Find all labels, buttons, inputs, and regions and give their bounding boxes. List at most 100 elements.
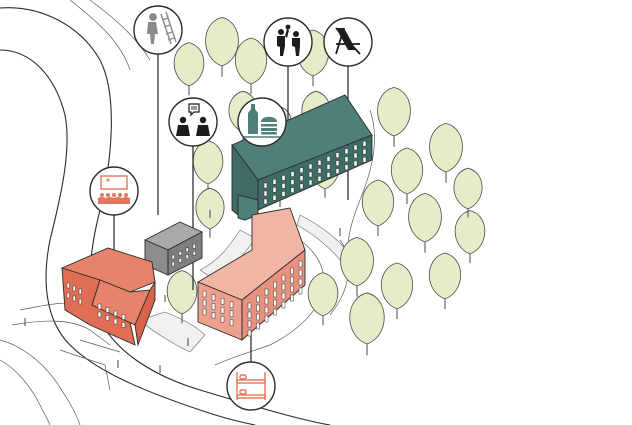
window bbox=[290, 285, 294, 293]
window bbox=[308, 179, 313, 186]
window bbox=[97, 303, 102, 310]
window bbox=[281, 274, 286, 282]
window bbox=[113, 310, 118, 317]
tree bbox=[453, 167, 483, 218]
window bbox=[202, 308, 207, 316]
window bbox=[344, 148, 349, 155]
deck-chair-icon[interactable] bbox=[323, 17, 373, 67]
window bbox=[290, 294, 294, 302]
window bbox=[335, 160, 340, 166]
window bbox=[308, 163, 313, 170]
window bbox=[281, 175, 286, 181]
window bbox=[264, 297, 269, 305]
window bbox=[113, 318, 118, 325]
worker-ladder-icon[interactable] bbox=[133, 5, 183, 55]
window bbox=[78, 288, 82, 295]
window bbox=[298, 287, 303, 295]
basketball-players-icon[interactable] bbox=[263, 17, 313, 67]
window bbox=[272, 194, 277, 201]
tree bbox=[340, 236, 374, 297]
window bbox=[263, 198, 268, 205]
window bbox=[192, 250, 196, 256]
window bbox=[256, 304, 260, 312]
window bbox=[178, 258, 182, 263]
window bbox=[298, 269, 303, 277]
tree bbox=[307, 272, 339, 326]
salmon-building[interactable] bbox=[196, 207, 306, 341]
window bbox=[326, 164, 331, 170]
tree bbox=[454, 210, 486, 264]
window bbox=[281, 191, 286, 197]
window bbox=[290, 267, 294, 275]
window bbox=[66, 282, 70, 289]
tree bbox=[173, 42, 205, 96]
window bbox=[272, 186, 277, 193]
people-figures bbox=[24, 200, 341, 373]
window bbox=[344, 164, 349, 171]
teal-building[interactable] bbox=[231, 94, 373, 221]
window bbox=[290, 187, 295, 193]
window bbox=[298, 260, 303, 268]
window bbox=[185, 254, 189, 260]
window bbox=[299, 183, 304, 190]
window bbox=[211, 294, 216, 301]
window bbox=[171, 261, 175, 267]
bunk-bed-icon[interactable] bbox=[226, 361, 276, 411]
window bbox=[105, 307, 110, 313]
window bbox=[290, 171, 295, 177]
red-building[interactable] bbox=[60, 247, 156, 347]
window bbox=[362, 140, 367, 147]
window bbox=[263, 182, 268, 189]
window bbox=[78, 298, 82, 305]
window bbox=[247, 311, 252, 319]
window bbox=[317, 159, 322, 166]
window bbox=[344, 156, 349, 163]
window bbox=[317, 167, 322, 174]
tree bbox=[381, 262, 413, 319]
window bbox=[317, 175, 322, 182]
window bbox=[299, 167, 304, 174]
window bbox=[290, 179, 295, 185]
tree bbox=[429, 252, 461, 309]
tree bbox=[377, 86, 411, 147]
window bbox=[256, 322, 260, 330]
window bbox=[281, 283, 286, 291]
window bbox=[105, 315, 110, 321]
window bbox=[256, 295, 260, 303]
tree bbox=[192, 140, 224, 194]
window bbox=[247, 302, 252, 310]
grey-building[interactable] bbox=[143, 221, 204, 276]
tree bbox=[235, 37, 267, 94]
window bbox=[273, 299, 277, 307]
window bbox=[281, 301, 286, 309]
tree bbox=[362, 179, 394, 236]
tree bbox=[429, 122, 463, 183]
window bbox=[211, 303, 216, 310]
window bbox=[335, 168, 340, 174]
window bbox=[263, 190, 268, 197]
window bbox=[220, 297, 225, 305]
window bbox=[229, 301, 234, 309]
window bbox=[229, 319, 234, 327]
window bbox=[353, 160, 358, 167]
audience-screen-icon[interactable] bbox=[89, 166, 139, 216]
window bbox=[211, 312, 216, 319]
window bbox=[273, 281, 277, 289]
window bbox=[185, 247, 189, 253]
window bbox=[202, 299, 207, 307]
window bbox=[171, 254, 175, 260]
conversation-icon[interactable] bbox=[168, 97, 218, 147]
window bbox=[192, 243, 196, 249]
window bbox=[353, 144, 358, 151]
window bbox=[66, 292, 70, 299]
window bbox=[298, 278, 303, 286]
window bbox=[362, 148, 367, 155]
bottle-burger-icon[interactable] bbox=[237, 97, 287, 147]
window bbox=[247, 320, 252, 328]
window bbox=[121, 322, 126, 328]
window bbox=[220, 306, 225, 314]
tree bbox=[195, 187, 225, 238]
window bbox=[121, 314, 126, 320]
window bbox=[281, 183, 286, 189]
